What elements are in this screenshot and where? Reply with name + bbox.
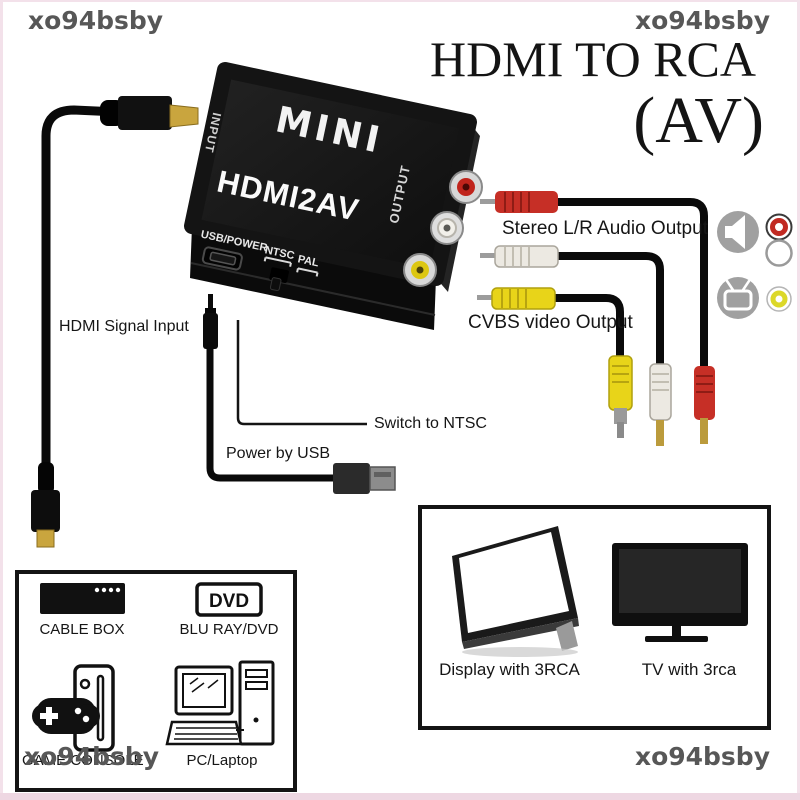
usb-power-cable: [203, 294, 396, 494]
rca-white-ring-icon: [765, 239, 793, 267]
dvd-badge: DVD: [209, 591, 249, 612]
cable-box-label: CABLE BOX: [39, 621, 125, 638]
watermark-bottom-right: xo94bsby: [634, 742, 770, 771]
game-console-label: GAME CONSOLE: [22, 752, 144, 769]
page-title-line1: HDMI TO RCA: [430, 31, 756, 87]
rca-cable-yellow: [477, 287, 633, 438]
converter-top-face: [184, 62, 477, 286]
tv-3rca-label: TV with 3rca: [641, 660, 737, 679]
display-3rca-label: Display with 3RCA: [439, 660, 580, 679]
usb-plug: [333, 463, 370, 494]
converter-box: MINI HDMI2AV INPUT OUTPUT USB/POWER NTSC…: [184, 62, 483, 330]
rca-plug-red: [495, 191, 558, 213]
rca-jack-yellow: [403, 253, 437, 287]
watermark-bottom-left: xo94bsby: [24, 742, 160, 771]
pal-label: PAL: [297, 253, 320, 269]
watermark-top-left: xo94bsby: [28, 6, 164, 35]
cable-box-icon: [40, 583, 125, 614]
pc-icon: [165, 660, 275, 746]
rca-cable-white: [480, 245, 672, 446]
rca-yellow-ring-icon: [766, 286, 792, 312]
speaker-icon: [717, 211, 759, 253]
video-output-label: CVBS video Output: [468, 312, 633, 333]
dvd-icon: DVD: [195, 582, 263, 617]
blu-ray-dvd-label: BLU RAY/DVD: [179, 621, 279, 638]
hdmi-connector-bottom: [31, 490, 60, 532]
rca-jack-white: [430, 211, 464, 245]
ntsc-switch-label: Switch to NTSC: [374, 415, 487, 432]
rca-plug-yellow: [491, 287, 556, 310]
audio-output-label: Stereo L/R Audio Output: [502, 218, 708, 239]
rca-red-ring-icon: [765, 213, 793, 241]
rca-plug-white: [494, 245, 559, 268]
switch-pointer-line: [236, 320, 367, 426]
hdmi-input-label: HDMI Signal Input: [59, 318, 189, 335]
hdmi-connector-top: [118, 96, 172, 130]
display-3rca-icon: [452, 526, 579, 657]
usb-power-annotation: Power by USB: [226, 445, 331, 462]
rca-jack-red: [449, 170, 483, 204]
tv-icon: [717, 277, 759, 319]
pc-laptop-label: PC/Laptop: [186, 752, 258, 769]
tv-3rca-icon: [612, 543, 748, 642]
watermark-top-right: xo94bsby: [634, 6, 770, 35]
game-console-icon: [32, 664, 115, 752]
page-title-line2: (AV): [633, 84, 764, 157]
rca-cable-red: [480, 191, 715, 444]
converter-front-face: [190, 226, 436, 330]
hdmi-cable: [31, 96, 199, 548]
